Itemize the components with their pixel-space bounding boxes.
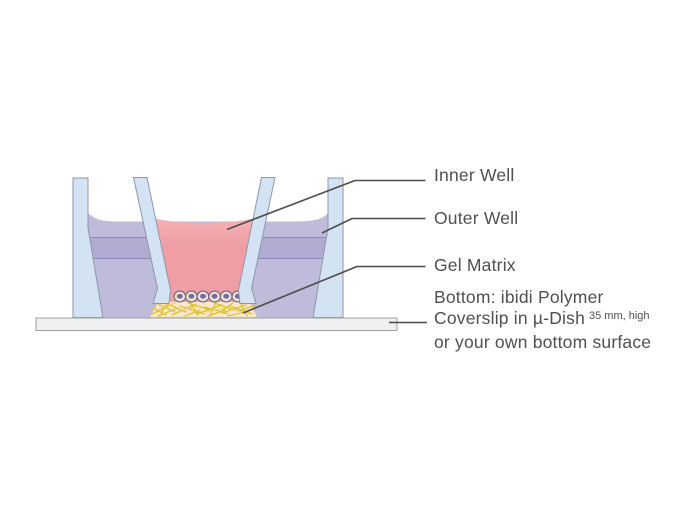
outer-wall-right [312,177,344,318]
cell-nucleus [200,293,206,299]
leader-lines [226,179,427,324]
label-bottom-line1: Bottom: ibidi Polymer [434,287,604,307]
outer-wall-left [72,177,104,318]
cell-nucleus [223,293,230,299]
label-outer-well: Outer Well [434,208,519,228]
cell-nucleus [176,293,183,299]
cell-nucleus [211,293,218,299]
inner-well-liquid-shape [149,217,260,303]
leader-gel-matrix [242,265,426,314]
label-bottom-line2-superscript: 35 mm, high [589,310,650,323]
leader-inner-well [226,179,426,231]
inner-well-liquid [149,217,260,303]
gel-matrix-region [148,300,259,318]
leader-outer-well [321,217,426,234]
label-bottom-block: Bottom: ibidi Polymer Coverslip in µ-Dis… [434,287,651,354]
gel-fibers [151,300,257,317]
gel-fibers-light [159,302,245,313]
polymer-coverslip [35,317,398,331]
label-bottom-line2-text: Coverslip in µ-Dish [434,308,586,329]
label-gel-matrix: Gel Matrix [434,255,516,275]
label-bottom-line3: or your own bottom surface [434,332,652,353]
outer-dish-walls [72,177,344,318]
cell-nucleus [188,293,195,299]
label-inner-well: Inner Well [434,165,515,185]
inner-wall-left [132,177,172,304]
inner-well-walls [132,177,276,304]
inner-wall-right [237,177,276,304]
